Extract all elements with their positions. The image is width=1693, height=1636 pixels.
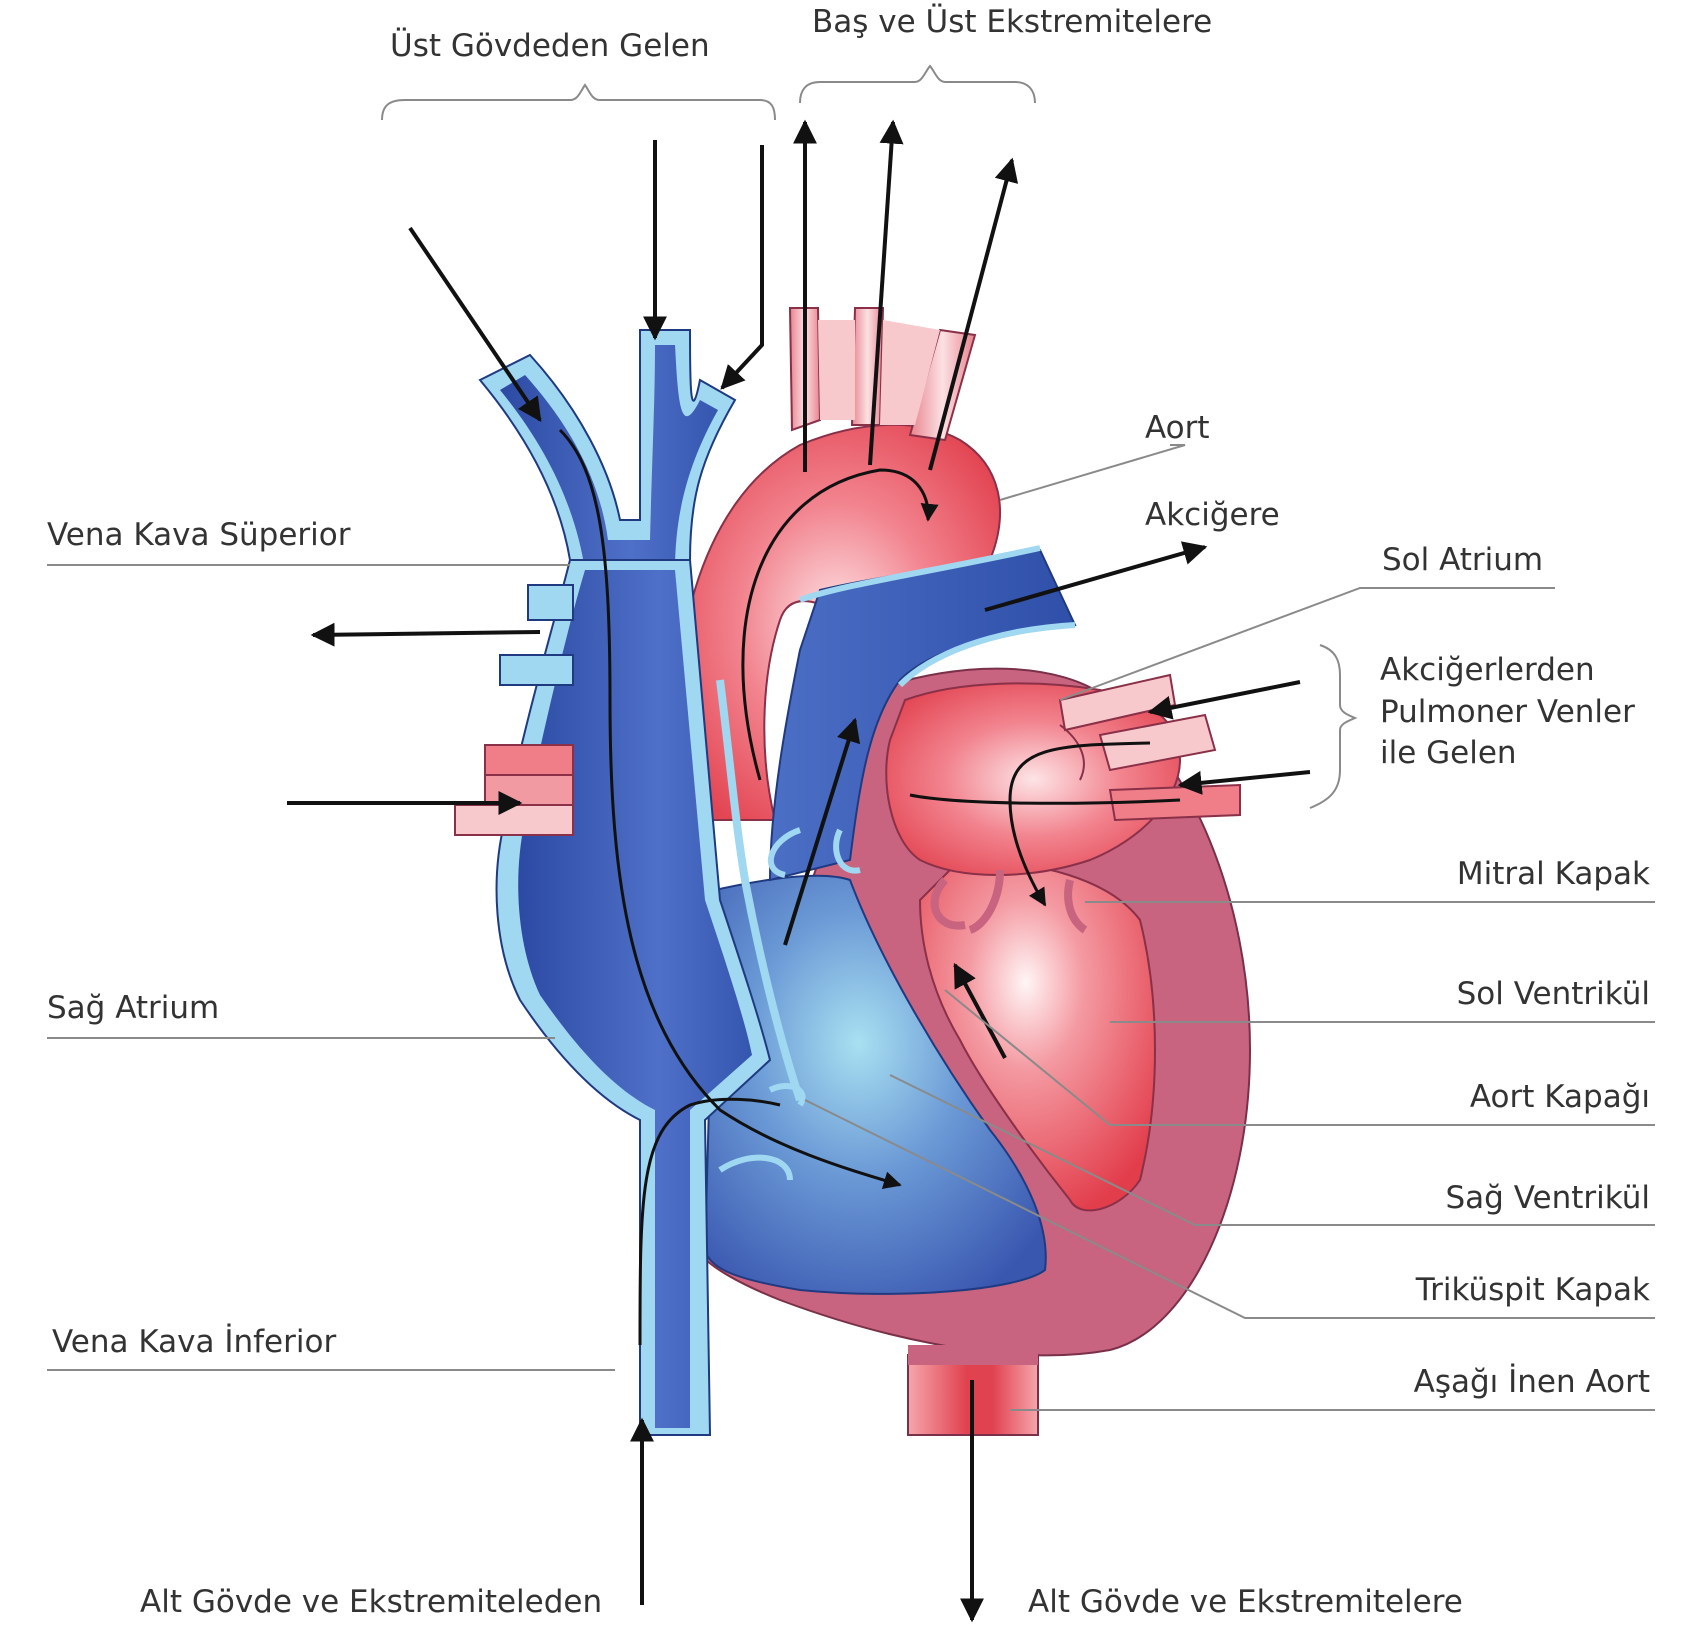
label-ile-gelen: ile Gelen bbox=[1380, 735, 1517, 771]
label-ust-govdeden-gelen: Üst Gövdeden Gelen bbox=[390, 27, 710, 64]
label-sol-atrium: Sol Atrium bbox=[1382, 542, 1543, 578]
leader-aort bbox=[1000, 445, 1185, 500]
aortic-branches bbox=[790, 308, 975, 440]
label-akcigerlerden: Akciğerlerden bbox=[1380, 652, 1595, 688]
label-sol-ventrikul: Sol Ventrikül bbox=[1457, 976, 1650, 1012]
label-vena-kava-superior: Vena Kava Süperior bbox=[47, 517, 351, 553]
label-aort: Aort bbox=[1145, 410, 1210, 446]
arrow-pv-in-2 bbox=[1180, 772, 1310, 785]
label-mitral-kapak: Mitral Kapak bbox=[1457, 856, 1650, 892]
label-trikuspit-kapak: Triküspit Kapak bbox=[1415, 1272, 1650, 1308]
label-pulmoner-venler: Pulmoner Venler bbox=[1380, 694, 1635, 730]
label-vena-kava-inferior: Vena Kava İnferior bbox=[52, 1324, 336, 1360]
label-bas-ve-ust-ekstremitelere: Baş ve Üst Ekstremitelere bbox=[812, 3, 1212, 40]
arrow-svc-in-right bbox=[722, 145, 762, 388]
arrow-head-up-3 bbox=[930, 160, 1012, 470]
brace-pulmoner bbox=[1310, 645, 1355, 808]
brace-bas-ust bbox=[800, 66, 1035, 103]
label-alt-govde-ekstremiteleden: Alt Gövde ve Ekstremiteleden bbox=[140, 1584, 602, 1620]
label-aort-kapagi: Aort Kapağı bbox=[1470, 1079, 1650, 1115]
label-alt-govde-ekstremitelere: Alt Gövde ve Ekstremitelere bbox=[1028, 1584, 1463, 1620]
arrow-left-out bbox=[313, 632, 540, 635]
brace-ust-govdeden bbox=[382, 85, 775, 120]
label-asagi-inen-aort: Aşağı İnen Aort bbox=[1414, 1364, 1650, 1400]
label-akcigere: Akciğere bbox=[1145, 497, 1280, 533]
arrow-svc-in-left bbox=[410, 228, 540, 420]
label-sag-atrium: Sağ Atrium bbox=[47, 990, 219, 1026]
label-sag-ventrikul: Sağ Ventrikül bbox=[1446, 1180, 1651, 1216]
